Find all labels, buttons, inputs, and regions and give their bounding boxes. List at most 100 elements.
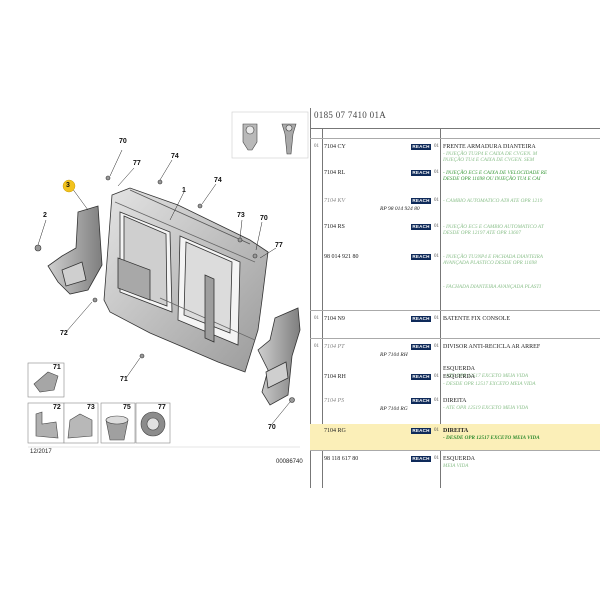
quantity: 01 (434, 198, 439, 203)
part-description: DIREITA (443, 398, 467, 404)
reach-badge: REACH (411, 198, 431, 204)
front-panel-illustration (27, 111, 309, 448)
quantity: 01 (434, 224, 439, 229)
application-note: - ATE OPR 12519 EXCETO MEIA VIDA (443, 405, 529, 411)
inset-label-72: 72 (53, 404, 61, 411)
quantity: 01 (434, 144, 439, 149)
callout-73: 73 (237, 212, 245, 219)
callout-74-top: 74 (171, 153, 179, 160)
callout-70-right: 70 (260, 215, 268, 222)
inset-label-75: 75 (123, 404, 131, 411)
application-note: - INJEÇÃO EC5 E CAIXA DE VELOCIDADE RE (443, 170, 548, 176)
callout-72: 72 (60, 330, 68, 337)
reach-badge: REACH (411, 254, 431, 260)
part-description: BATENTE FIX CONSOLE (443, 316, 510, 322)
reach-badge: REACH (411, 170, 431, 176)
quantity: 01 (434, 170, 439, 175)
inset-part-72 (27, 402, 65, 444)
replacement-part-number: RP 98 014 924 80 (380, 206, 420, 212)
callout-77-right: 77 (275, 242, 283, 249)
part-reference: 7104 RG (324, 428, 346, 434)
diagram-date: 12/2017 (30, 449, 52, 455)
part-reference: 7104 KV (324, 198, 346, 204)
quantity: 01 (434, 254, 439, 259)
screw-part-2 (34, 244, 42, 252)
callout-1: 1 (182, 187, 186, 194)
callout-77-top: 77 (133, 160, 141, 167)
row-level: 01 (314, 344, 319, 349)
application-note: - FACHADA DIANTEIRA AVANÇADA PLASTI (443, 284, 542, 290)
highlighted-row-background (310, 424, 600, 450)
application-note: MEIA VIDA (443, 463, 469, 469)
application-note: INJEÇÃO TU4 E CAIXA DE CVGEN. SEM (443, 157, 535, 163)
replacement-part-number: RP 7104 RG (380, 406, 408, 412)
reach-badge: REACH (411, 316, 431, 322)
inset-label-77: 77 (158, 404, 166, 411)
application-note: - INJEÇÃO TU3P4 E CAIXA DE CVGEN. M (443, 151, 538, 157)
drawing-number: 00086740 (276, 459, 303, 465)
row-divider (310, 338, 600, 339)
reach-badge: REACH (411, 456, 431, 462)
application-note: - ATE OPR 12517 EXCETO MEIA VIDA (443, 373, 529, 379)
part-reference: 7104 RS (324, 224, 345, 230)
part-description: ESQUERDA (443, 374, 476, 380)
part-description: FRENTE ARMADURA DIANTEIRA (443, 144, 536, 150)
inset-part-73 (63, 402, 99, 444)
front-panel-part-1 (103, 187, 269, 373)
part-description: DIREITA (443, 428, 469, 434)
row-level: 01 (314, 144, 319, 149)
reach-badge: REACH (411, 398, 431, 404)
application-note: DESDE OPR 12197 ATE OPR 13607 (443, 230, 521, 236)
part-reference: 7104 RH (324, 374, 346, 380)
application-note: - DESDE OPR 12517 EXCETO MEIA VIDA (443, 435, 540, 441)
inset-part-75 (100, 402, 136, 444)
part-description: ESQUERDA (443, 456, 476, 462)
callout-71: 71 (120, 376, 128, 383)
inset-label-73: 73 (87, 404, 95, 411)
quantity: 01 (434, 428, 439, 433)
row-divider (310, 310, 600, 311)
part-reference: 98 014 921 80 (324, 254, 359, 260)
part-reference: 98 118 617 80 (324, 456, 359, 462)
callout-3: 3 (66, 182, 70, 189)
part-reference: 7104 N9 (324, 316, 345, 322)
part-reference: 7104 PT (324, 344, 345, 350)
row-divider (310, 450, 600, 451)
application-note: - INJEÇÃO EC5 E CAMBIO AUTOMATICO AT (443, 224, 544, 230)
quantity: 01 (434, 456, 439, 461)
exploded-parts-diagram: 70 77 74 3 1 74 2 73 70 77 72 71 70 71 7… (0, 0, 310, 470)
fastener-inset (231, 111, 309, 159)
reach-badge: REACH (411, 224, 431, 230)
callout-74-right: 74 (214, 177, 222, 184)
left-air-deflector-part-3 (47, 205, 103, 295)
part-description: ESQUERDA (443, 366, 476, 372)
part-description: DIVISOR ANTI-RECICLA AR ARREF (443, 344, 541, 350)
panel-title: 0185 07 7410 01A (314, 110, 387, 120)
callout-2: 2 (43, 212, 47, 219)
row-divider (310, 138, 600, 139)
callout-70-bottom: 70 (268, 424, 276, 431)
quantity: 01 (434, 316, 439, 321)
quantity: 01 (434, 398, 439, 403)
application-note: - CAMBIO AUTOMATICO AT8 ATE OPR 1219 (443, 198, 543, 204)
right-air-deflector (257, 307, 301, 406)
reach-badge: REACH (411, 428, 431, 434)
inset-label-71: 71 (53, 364, 61, 371)
callout-70-top: 70 (119, 138, 127, 145)
part-reference: 7104 CY (324, 144, 346, 150)
panel-header: 0185 07 7410 01A (310, 108, 600, 129)
quantity: 01 (434, 374, 439, 379)
row-level: 01 (314, 316, 319, 321)
application-note: AVANÇADA PLASTICO DESDE OPR 11698 (443, 260, 537, 266)
quantity: 01 (434, 344, 439, 349)
replacement-part-number: RP 7104 RH (380, 352, 408, 358)
application-note: - INJEÇÃO TU3NP4 E FACHADA DIANTEIRA (443, 254, 543, 260)
inset-part-77 (135, 402, 171, 444)
reach-badge: REACH (411, 144, 431, 150)
reach-badge: REACH (411, 344, 431, 350)
part-reference: 7104 PS (324, 398, 345, 404)
reach-badge: REACH (411, 374, 431, 380)
inset-part-71 (27, 362, 65, 398)
application-note: DESDE OPR 11698 OU INJEÇÃO TU4 E CAI (443, 176, 541, 182)
